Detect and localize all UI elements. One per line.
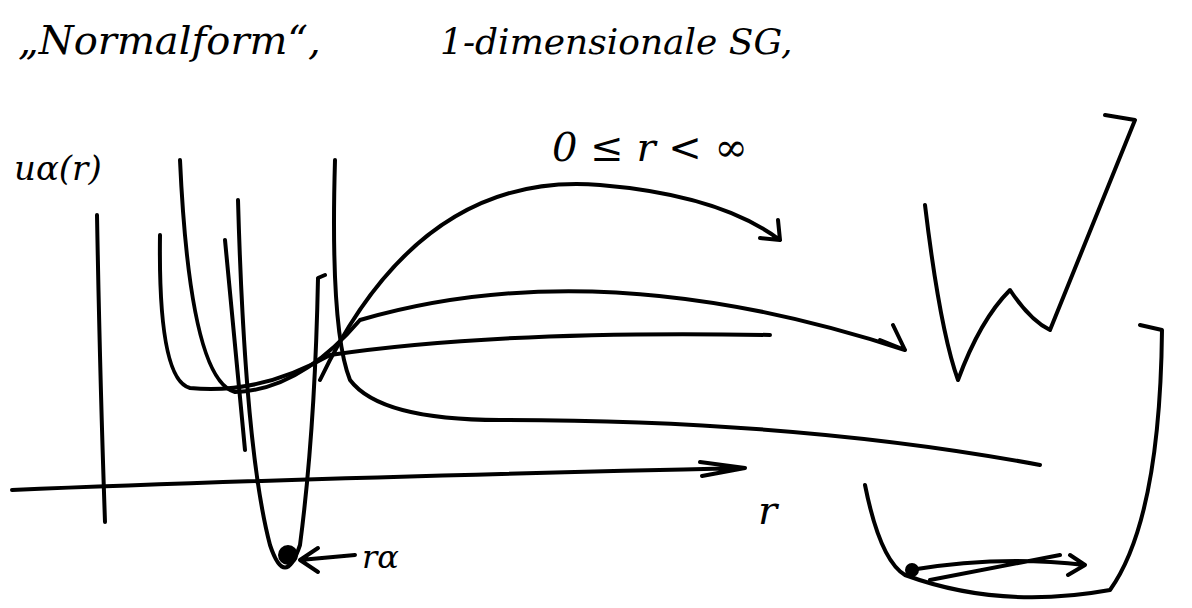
subtitle-text: 1-dimensionale SG,	[440, 22, 792, 62]
particle-dot	[907, 565, 917, 575]
double-well	[865, 325, 1162, 597]
r-alpha-arrow	[300, 548, 355, 572]
potential-curve	[334, 160, 1040, 465]
axis-label: uα(r)	[14, 150, 102, 187]
well-scribble	[910, 555, 1085, 580]
title-text: „Normalform“,	[18, 18, 321, 62]
well-line	[225, 240, 245, 450]
potential-curve	[180, 160, 905, 392]
arc-arrow	[320, 184, 780, 380]
potential-curve	[160, 235, 770, 389]
range-text: 0 ≤ r < ∞	[552, 125, 748, 169]
minimum-dot	[280, 547, 296, 563]
u-axis	[97, 215, 105, 522]
minimum-label: rα	[362, 540, 399, 575]
r-axis	[12, 462, 745, 490]
axis-label: r	[758, 488, 777, 532]
w-potential	[925, 115, 1135, 380]
